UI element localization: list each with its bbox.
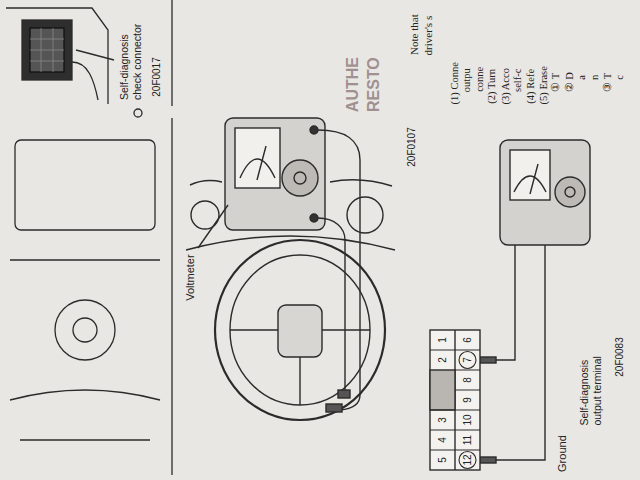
watermark: AUTHE — [343, 57, 362, 112]
part-label: Voltmeter — [183, 254, 196, 300]
pin-number: 11 — [462, 435, 474, 445]
figure-number: 20F0083 — [613, 337, 625, 376]
pin-number: 4 — [436, 437, 448, 443]
step-text: c — [614, 75, 627, 80]
figure-number: 20F0107 — [405, 127, 417, 166]
pin-number: 5 — [436, 457, 448, 463]
figure-number: 20F0017 — [150, 57, 162, 96]
step-text: ① T — [551, 73, 564, 92]
pin-number: 10 — [462, 414, 474, 425]
pin-number: 6 — [461, 337, 473, 343]
pin-number: 9 — [461, 397, 473, 403]
pin-number: 2 — [436, 357, 448, 363]
step-text: ③ T — [602, 73, 615, 92]
pin-number: 3 — [436, 417, 448, 423]
pin-number: 1 — [436, 337, 448, 343]
step-text: outpu — [461, 68, 474, 92]
part-label: Self-diagnosis check connector — [118, 15, 143, 100]
step-text: n — [589, 75, 602, 80]
pin-figure — [430, 140, 590, 470]
part-label: Self-diagnosis output terminal — [578, 337, 603, 425]
body-text: driver's s — [422, 15, 435, 55]
step-text: conne — [474, 67, 487, 92]
step-text: self-c — [512, 69, 525, 92]
step-text: (4) Refe — [525, 69, 538, 104]
watermark: RESTO — [364, 57, 383, 112]
pin-number: 8 — [461, 377, 473, 383]
step-text: (3) Acco — [500, 68, 513, 104]
pin-number: 7 — [461, 357, 473, 363]
step-text: (1) Conne — [448, 62, 461, 104]
connector-figure — [6, 0, 172, 475]
steering-figure — [186, 118, 395, 420]
pin-number: 12 — [462, 454, 474, 465]
body-text: Note that — [408, 14, 421, 55]
step-text: (2) Turn — [486, 69, 499, 104]
part-label: Ground — [556, 435, 569, 472]
step-text: (5) Erase — [538, 66, 551, 104]
step-text: a — [576, 75, 589, 80]
step-text: ② D — [564, 72, 577, 92]
